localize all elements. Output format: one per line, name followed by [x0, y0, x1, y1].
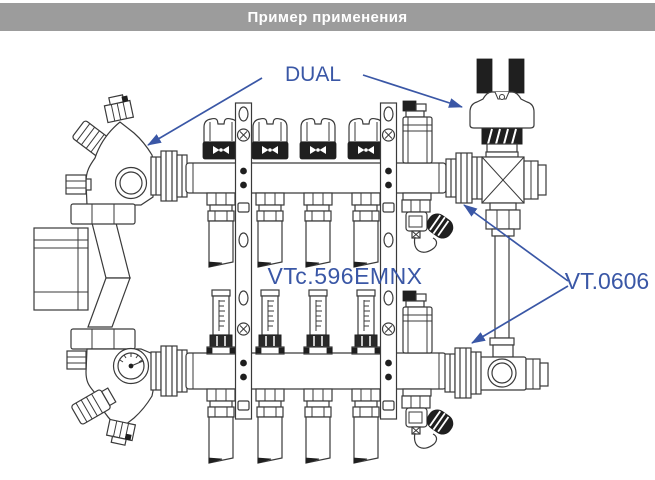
dual-arrow-right — [362, 74, 463, 108]
flow-meter — [351, 289, 381, 355]
connecting-pipe — [91, 222, 131, 279]
air-vent-icon — [402, 100, 433, 164]
tee-fitting — [477, 356, 549, 391]
connecting-pipe — [87, 277, 131, 328]
mixing-valve-lower — [66, 328, 154, 446]
vt0606-arrow-upper — [463, 204, 569, 282]
union-fitting — [150, 345, 188, 397]
manifold-model-label: VTc.596EMNX — [267, 263, 422, 289]
union-fitting — [444, 347, 482, 399]
flow-meter — [255, 289, 285, 355]
loop-pipe — [303, 192, 333, 268]
mixing-valve-upper — [65, 94, 154, 225]
drain-valve — [401, 388, 458, 450]
valve-body-cross — [481, 156, 525, 204]
thermostatic-valve-cap — [202, 117, 240, 160]
side-plug — [65, 174, 87, 195]
loop-pipe — [351, 388, 381, 464]
air-vent-icon — [402, 290, 433, 354]
right-connection-group — [444, 58, 549, 399]
loop-pipe — [303, 388, 333, 464]
loop-pipe — [255, 192, 285, 268]
flow-meter — [206, 289, 236, 355]
loop-pipe — [206, 388, 236, 464]
loop-pipe — [206, 192, 236, 268]
dual-label: DUAL — [285, 63, 341, 86]
loop-pipe — [351, 192, 381, 268]
hex-nut — [70, 328, 136, 350]
section-title: Пример применения — [247, 8, 408, 26]
return-manifold — [185, 352, 447, 390]
left-mixing-group — [33, 94, 188, 446]
mounting-bracket — [379, 102, 398, 420]
annotations: DUAL VTc.596EMNX VT.0606 — [147, 63, 649, 344]
union-fitting — [150, 150, 188, 202]
thermostatic-valve-cap — [251, 117, 289, 160]
actuator-box — [33, 227, 89, 311]
thermometer-gauge — [112, 347, 150, 385]
valve-bonnet — [105, 418, 137, 446]
ball-valve-black-handle — [469, 58, 547, 204]
dual-arrow-left — [147, 77, 263, 146]
union-fitting — [445, 152, 483, 204]
drain-valve — [401, 192, 458, 254]
thermostatic-valve-cap — [347, 117, 385, 160]
vt0606-arrow-lower — [471, 285, 569, 344]
hex-nut — [70, 203, 136, 225]
fitting-model-label: VT.0606 — [565, 268, 649, 294]
valve-bonnet — [103, 94, 135, 124]
mounting-bracket — [234, 102, 253, 420]
handle-prong — [476, 58, 493, 94]
flow-meter — [303, 289, 333, 355]
loop-pipe — [255, 388, 285, 464]
handle-prong — [508, 58, 525, 94]
section-header: Пример применения — [0, 3, 655, 31]
supply-manifold — [185, 162, 447, 194]
thermostatic-valve-cap — [299, 117, 337, 160]
riser-pipe — [485, 202, 521, 358]
side-plug — [66, 350, 87, 370]
